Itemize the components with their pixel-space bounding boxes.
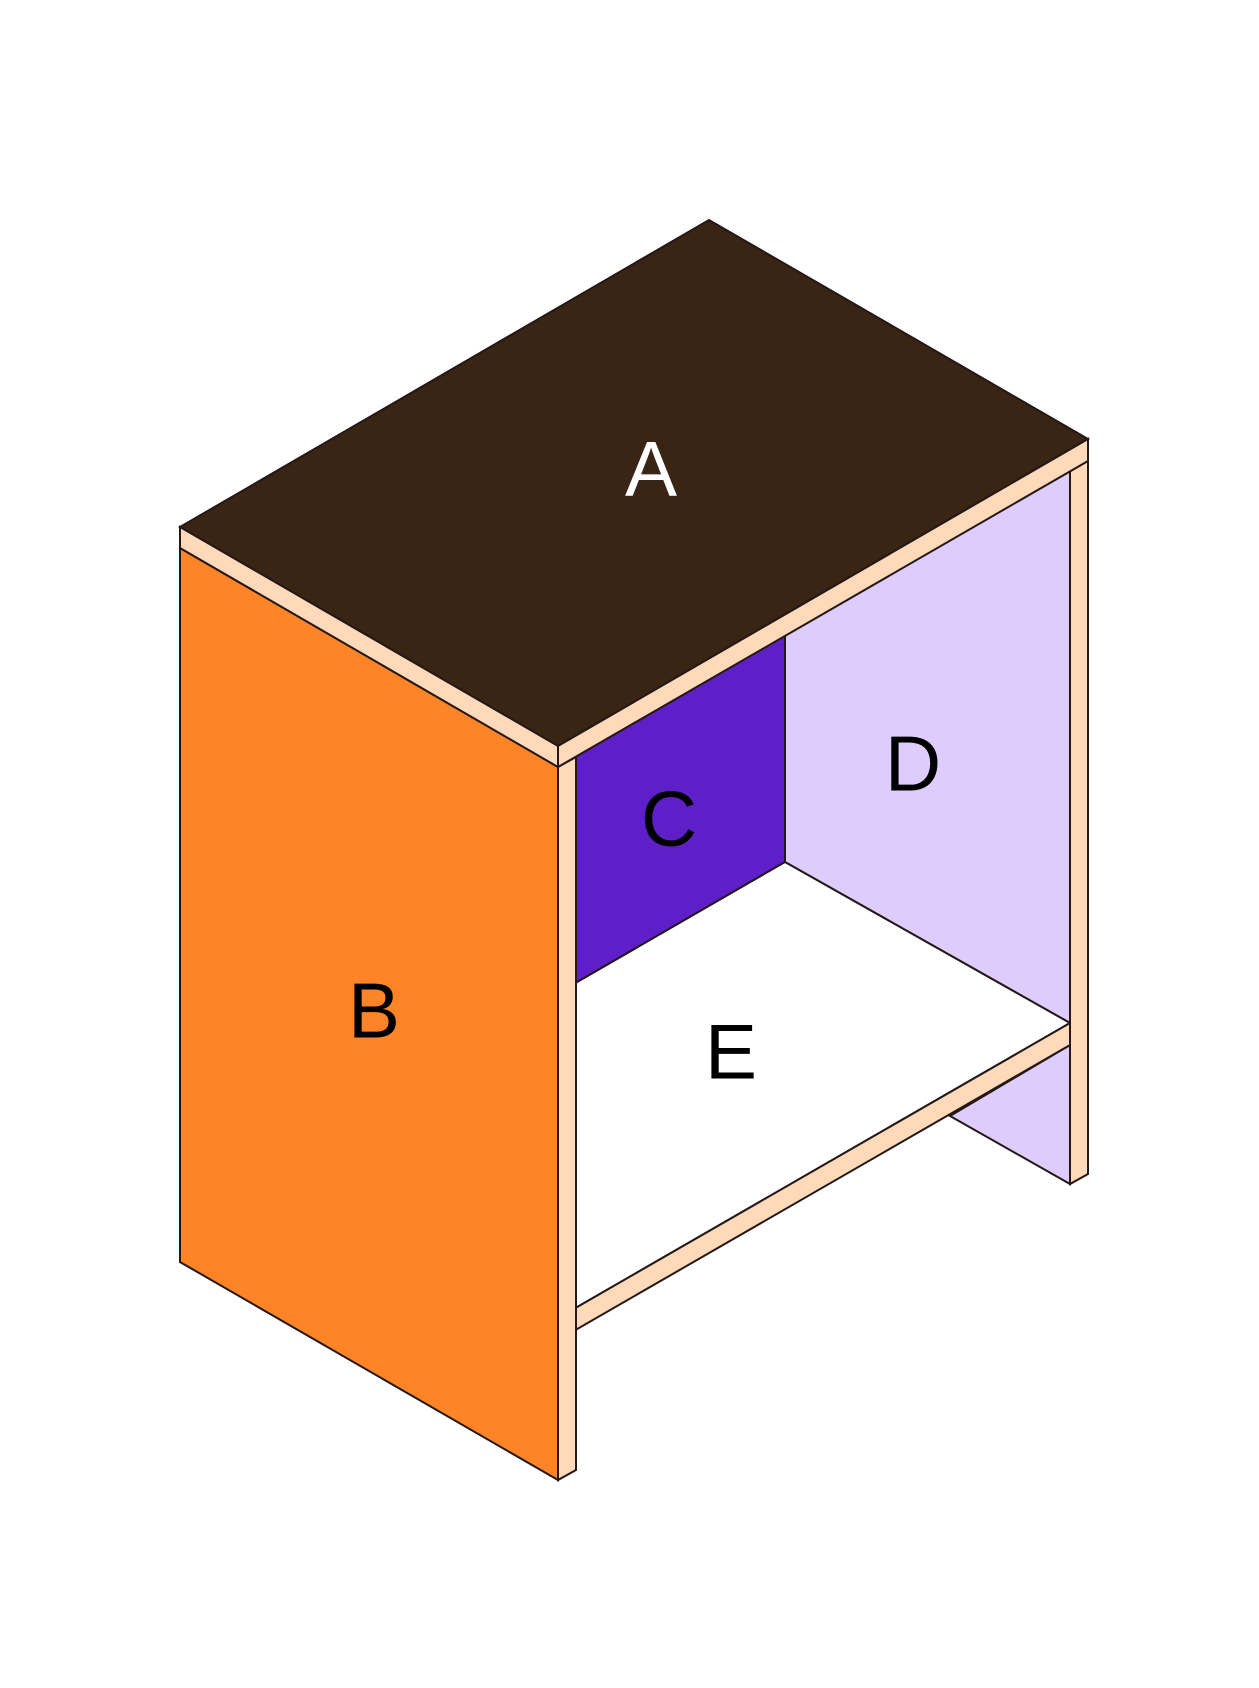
right-side-front-edge [1069,443,1089,1186]
label-c: C [641,775,697,863]
label-e: E [705,1008,757,1096]
top-right-edge [557,437,1089,769]
label-a: A [625,425,677,513]
left-side-front-edge [557,755,577,1482]
label-d: D [885,720,941,808]
label-b: B [348,967,400,1055]
